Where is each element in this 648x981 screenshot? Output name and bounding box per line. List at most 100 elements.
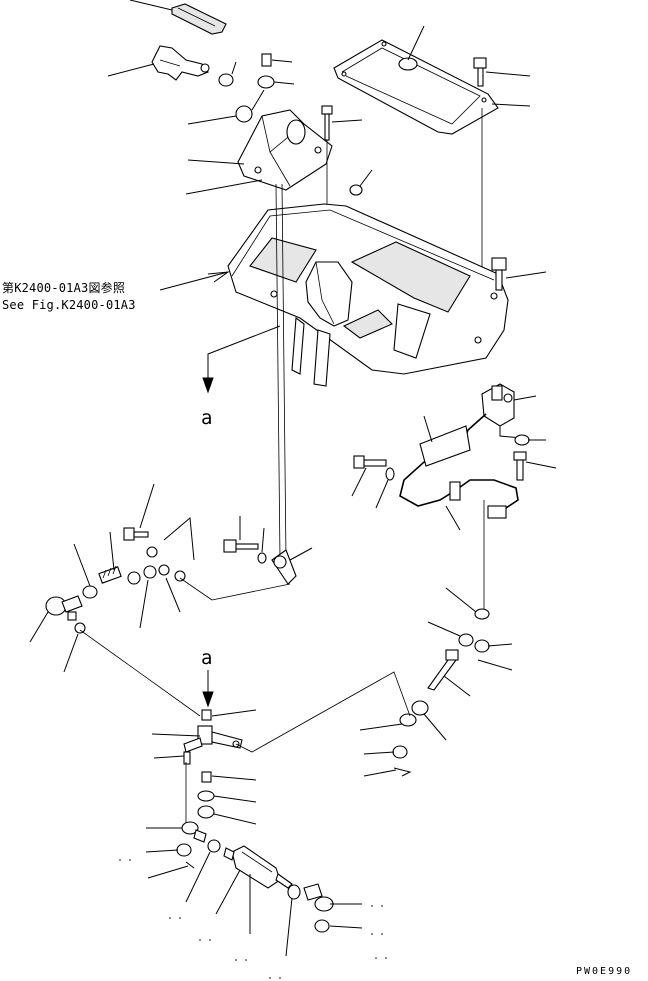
washer-part xyxy=(174,570,186,582)
collar-part xyxy=(201,771,212,783)
leader-line xyxy=(423,713,447,741)
bolt-part xyxy=(491,257,507,291)
bolt-part xyxy=(473,57,487,87)
leader-line xyxy=(329,925,363,929)
leader-line xyxy=(215,869,241,915)
leader-line xyxy=(443,675,471,697)
leader-line xyxy=(163,517,195,561)
nut-part xyxy=(127,571,141,585)
section-leader xyxy=(207,325,281,382)
nut-part xyxy=(82,585,98,599)
section-mark-upper: a xyxy=(201,407,212,429)
bolt-part xyxy=(353,455,387,469)
nut-part xyxy=(176,843,192,857)
bolt-part xyxy=(223,539,259,553)
nut-part xyxy=(314,919,330,933)
rod-end-part xyxy=(411,700,429,716)
leader-line xyxy=(109,531,115,571)
leader-line xyxy=(179,577,213,601)
leader-line xyxy=(285,897,293,957)
leader-line xyxy=(187,115,237,125)
bushing-part xyxy=(197,805,215,819)
bolt-part xyxy=(123,527,149,541)
leader-line xyxy=(423,415,433,443)
leader-line xyxy=(427,621,461,637)
nut-part xyxy=(287,884,301,900)
threaded-stud-part xyxy=(98,565,122,584)
leader-line xyxy=(213,795,257,803)
washer-part xyxy=(74,622,86,634)
reference-dots xyxy=(119,859,387,979)
leader-line xyxy=(211,583,291,601)
section-arrow-icon xyxy=(202,377,214,394)
floor-frame-part xyxy=(227,203,509,387)
nut-part xyxy=(392,745,408,759)
pedal-bracket-part xyxy=(237,109,333,191)
leader-line xyxy=(187,159,245,165)
washer-part xyxy=(385,467,395,481)
section-arrow-icon xyxy=(202,691,214,708)
leader-line xyxy=(213,813,257,825)
bushing-part xyxy=(399,713,417,727)
leader-line xyxy=(261,527,265,553)
leader-line xyxy=(145,849,179,853)
washer-part xyxy=(158,564,170,576)
leader-line xyxy=(211,775,257,781)
adjust-bolt-part xyxy=(427,649,459,691)
cover-plate-part xyxy=(333,39,499,135)
leader-line xyxy=(63,633,79,673)
leader-line xyxy=(359,169,373,187)
bolt-part xyxy=(261,53,272,67)
connecting-rod xyxy=(281,183,287,561)
leader-line xyxy=(271,59,293,63)
leader-line xyxy=(499,426,523,439)
washer-part xyxy=(257,552,267,564)
leader-line xyxy=(375,479,389,509)
leader-line xyxy=(153,755,185,759)
nut-part xyxy=(257,75,275,89)
washer-part xyxy=(146,546,158,558)
connecting-rod xyxy=(275,183,281,561)
leader-line xyxy=(211,709,257,717)
ball-knob-part xyxy=(235,105,253,123)
leader-line xyxy=(407,25,425,61)
leader-line xyxy=(165,577,181,613)
pedal-pad-part xyxy=(171,3,227,35)
leader-line xyxy=(107,63,155,77)
lever-arm-part xyxy=(271,549,297,585)
nut-part xyxy=(207,839,221,853)
leader-line xyxy=(477,659,513,671)
leader-line xyxy=(185,179,263,195)
bell-crank-part xyxy=(183,725,243,765)
wire-harness-part xyxy=(399,413,519,519)
limit-switch-part xyxy=(481,383,515,427)
leader-line xyxy=(359,723,403,731)
leader-line xyxy=(151,733,201,737)
rod-end-part xyxy=(181,821,207,843)
control-rod xyxy=(79,629,201,717)
leader-line xyxy=(505,271,547,279)
nut-part xyxy=(143,565,157,579)
pin-part xyxy=(201,709,212,721)
leader-line xyxy=(73,543,91,587)
leader-line xyxy=(445,587,477,613)
leader-line xyxy=(513,395,537,401)
leader-line xyxy=(273,81,295,85)
leader-line xyxy=(351,467,367,497)
control-rod xyxy=(235,671,411,753)
leader-line xyxy=(363,769,397,777)
bolt-part xyxy=(321,105,333,141)
spring-cylinder-part xyxy=(223,845,293,889)
drawing-code: PW0E990 xyxy=(576,966,632,977)
pedal-lever-part xyxy=(151,45,210,81)
leader-line xyxy=(185,861,195,869)
leader-line xyxy=(129,0,173,11)
leader-line xyxy=(331,119,363,123)
leader-line xyxy=(159,271,229,291)
rod-end-part xyxy=(303,883,334,912)
washer-part xyxy=(514,434,530,446)
leader-line xyxy=(491,103,531,107)
leader-line xyxy=(231,61,237,75)
